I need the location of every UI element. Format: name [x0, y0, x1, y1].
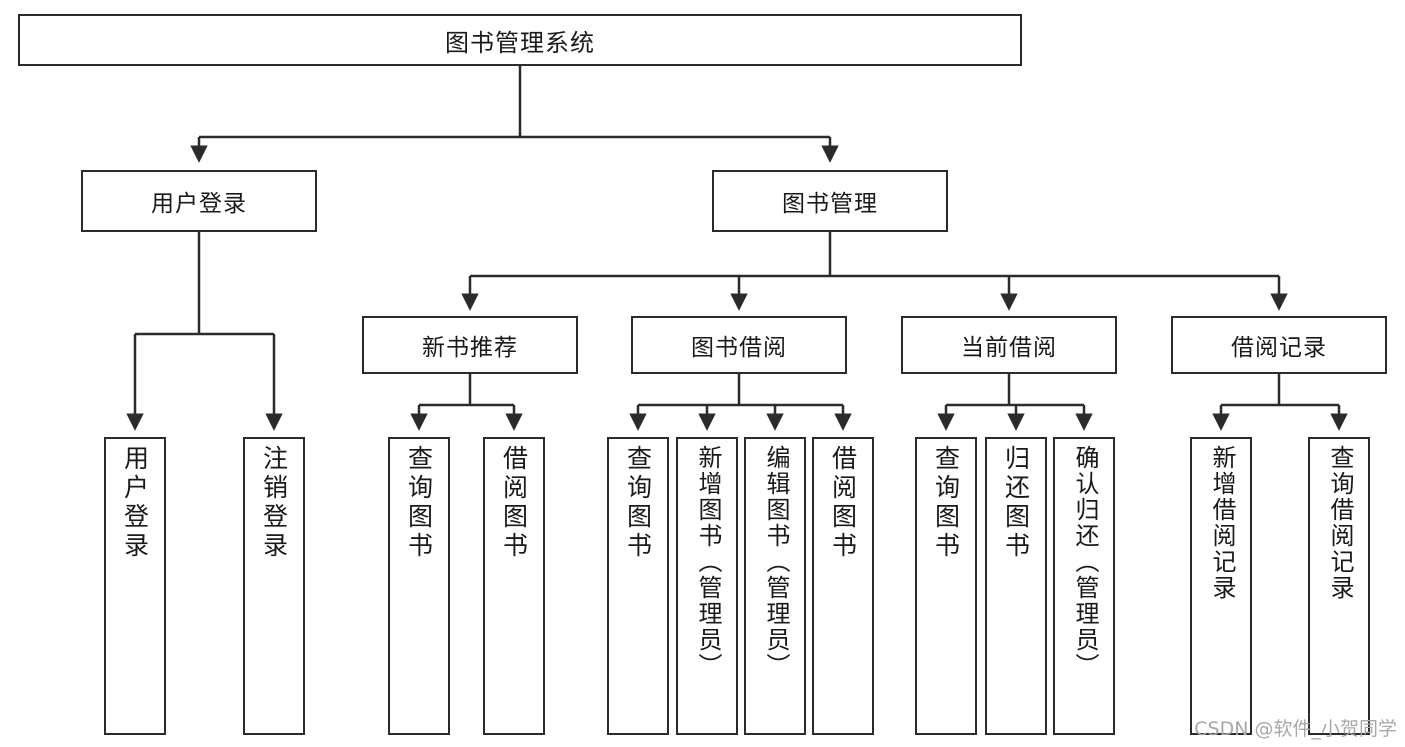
leaf-query-books-recommend[interactable]: 查询图书 — [388, 437, 450, 735]
leaf-query-borrow-record[interactable]: 查询借阅记录 — [1308, 437, 1370, 735]
node-book-borrow[interactable]: 图书借阅 — [631, 316, 847, 374]
leaf-borrow-books-recommend[interactable]: 借阅图书 — [483, 437, 545, 735]
node-label: 查询图书 — [623, 445, 653, 561]
node-label: 查询借阅记录 — [1325, 445, 1354, 601]
node-book-management[interactable]: 图书管理 — [712, 170, 948, 232]
node-label: 注销登录 — [259, 445, 289, 561]
node-root-book-management-system[interactable]: 图书管理系统 — [18, 14, 1022, 66]
leaf-return-book[interactable]: 归还图书 — [985, 437, 1047, 735]
leaf-add-borrow-record[interactable]: 新增借阅记录 — [1190, 437, 1252, 735]
node-label: 借阅记录 — [1231, 335, 1327, 361]
node-label: 新增借阅记录 — [1207, 445, 1236, 601]
node-label: 确认归还（管理员） — [1070, 445, 1099, 679]
node-label: 查询图书 — [931, 445, 961, 561]
leaf-confirm-return-admin[interactable]: 确认归还（管理员） — [1053, 437, 1115, 735]
csdn-watermark: CSDN @软件_小贺同学 — [1194, 718, 1397, 740]
node-label: 图书管理系统 — [445, 28, 595, 57]
node-label: 借阅图书 — [828, 445, 858, 561]
node-current-borrow[interactable]: 当前借阅 — [901, 316, 1117, 374]
node-label: 用户登录 — [120, 445, 150, 561]
node-label: 图书借阅 — [691, 335, 787, 361]
node-label: 用户登录 — [151, 191, 247, 217]
node-borrow-records[interactable]: 借阅记录 — [1171, 316, 1387, 374]
leaf-query-books-current[interactable]: 查询图书 — [915, 437, 977, 735]
node-user-login[interactable]: 用户登录 — [81, 170, 317, 232]
node-label: 借阅图书 — [499, 445, 529, 561]
leaf-user-login[interactable]: 用户登录 — [104, 437, 166, 735]
node-new-book-recommend[interactable]: 新书推荐 — [362, 316, 578, 374]
leaf-borrow-book[interactable]: 借阅图书 — [812, 437, 874, 735]
node-label: 当前借阅 — [961, 335, 1057, 361]
node-label: 编辑图书（管理员） — [761, 445, 790, 679]
node-label: 图书管理 — [782, 191, 878, 217]
leaf-add-book-admin[interactable]: 新增图书（管理员） — [676, 437, 738, 735]
leaf-edit-book-admin[interactable]: 编辑图书（管理员） — [744, 437, 806, 735]
node-label: 归还图书 — [1001, 445, 1031, 561]
node-label: 新书推荐 — [422, 335, 518, 361]
node-label: 查询图书 — [404, 445, 434, 561]
leaf-logout[interactable]: 注销登录 — [243, 437, 305, 735]
leaf-query-books-borrow[interactable]: 查询图书 — [607, 437, 669, 735]
node-label: 新增图书（管理员） — [693, 445, 722, 679]
